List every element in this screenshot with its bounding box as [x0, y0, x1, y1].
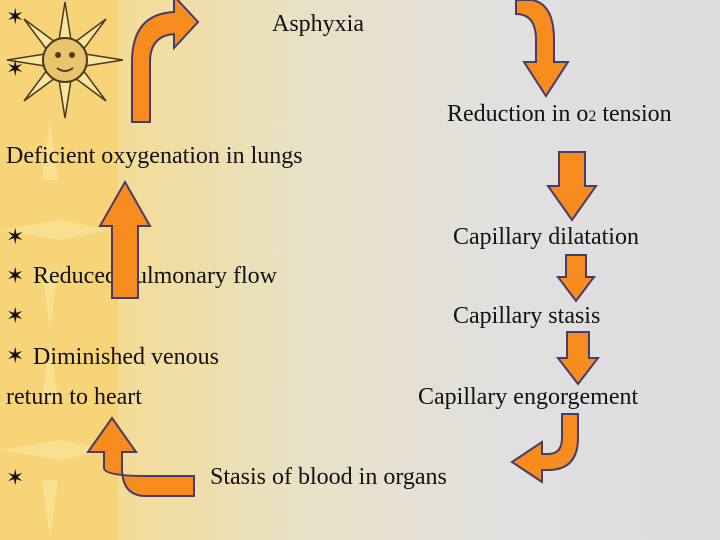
- down-arrow-icon: [555, 331, 601, 386]
- label-reduction-o2-tension: Reduction in o2 tension: [447, 102, 672, 126]
- label-deficient-oxygenation: Deficient oxygenation in lungs: [6, 143, 303, 169]
- bullet-icon: ✶: [6, 343, 25, 368]
- title-asphyxia: Asphyxia: [272, 11, 364, 37]
- label-diminished-venous: Diminished venous: [33, 344, 219, 370]
- curved-up-right-arrow-icon: [131, 0, 200, 123]
- label-reduced-pulmonary-flow: Reduced pulmonary flow: [33, 263, 277, 289]
- down-arrow-icon: [556, 254, 596, 303]
- curved-down-arrow-icon: [515, 0, 570, 98]
- o2-subscript: 2: [588, 108, 597, 125]
- up-arrow-icon: [98, 179, 152, 299]
- curved-down-left-arrow-icon: [510, 413, 579, 484]
- label-capillary-engorgement: Capillary engorgement: [418, 384, 639, 410]
- down-arrow-icon: [546, 151, 598, 222]
- faded-sun-ornament-icon: [0, 120, 110, 540]
- bullet-icon: ✶: [6, 303, 25, 328]
- bullet-icon: ✶: [6, 263, 25, 288]
- bullet-icon: ✶: [6, 56, 25, 81]
- label-capillary-dilatation: Capillary dilatation: [453, 224, 639, 250]
- reduction-prefix: Reduction in: [447, 101, 577, 127]
- label-return-to-heart: return to heart: [6, 384, 142, 410]
- o2-symbol: o: [576, 101, 589, 127]
- bullet-icon: ✶: [6, 465, 25, 490]
- reduction-suffix: tension: [596, 101, 672, 127]
- label-capillary-stasis: Capillary stasis: [453, 303, 601, 329]
- bullet-icon: ✶: [6, 224, 25, 249]
- sun-ornament-icon: [6, 1, 124, 119]
- bullet-icon: ✶: [6, 4, 25, 29]
- curved-up-left-arrow-icon: [86, 416, 195, 497]
- label-stasis-of-blood: Stasis of blood in organs: [210, 464, 447, 490]
